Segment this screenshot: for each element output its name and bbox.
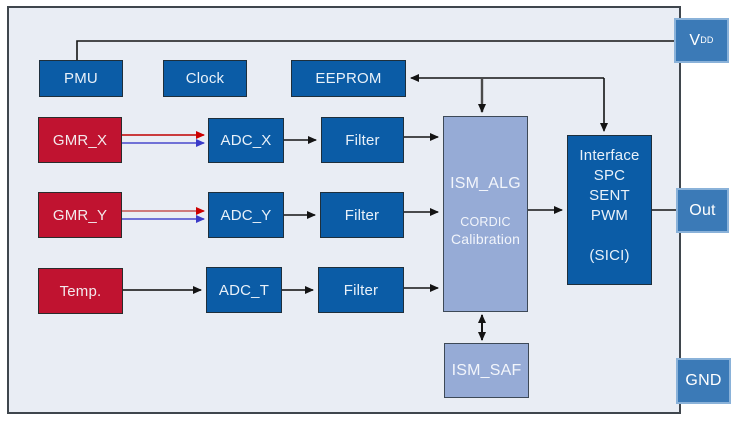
ism-alg-calibration-label: Calibration: [450, 231, 521, 247]
block-adc-x: ADC_X: [208, 118, 284, 163]
pin-gnd: GND: [676, 358, 731, 404]
interface-line-1: Interface: [579, 147, 640, 164]
interface-line-4: PWM: [590, 207, 629, 224]
block-gmr-y: GMR_Y: [38, 192, 122, 238]
block-ism-alg: ISM_ALG CORDIC Calibration: [443, 116, 528, 312]
vdd-subscript: DD: [700, 35, 714, 45]
block-ism-saf: ISM_SAF: [444, 343, 529, 398]
block-filter-y: Filter: [320, 192, 404, 238]
block-filter-x: Filter: [321, 117, 404, 163]
vdd-label: V: [689, 31, 701, 49]
block-adc-t: ADC_T: [206, 267, 282, 313]
block-interface: Interface SPC SENT PWM (SICI): [567, 135, 652, 285]
ism-alg-cordic-label: CORDIC: [460, 215, 511, 229]
block-filter-t: Filter: [318, 267, 404, 313]
pin-out: Out: [676, 188, 729, 233]
interface-line-2: SPC: [593, 167, 626, 184]
block-temp: Temp.: [38, 268, 123, 314]
block-gmr-x: GMR_X: [38, 117, 122, 163]
block-adc-y: ADC_Y: [208, 192, 284, 238]
interface-sici-label: (SICI): [589, 247, 630, 264]
ism-alg-title: ISM_ALG: [450, 175, 521, 192]
block-eeprom: EEPROM: [291, 60, 406, 97]
block-clock: Clock: [163, 60, 247, 97]
block-pmu: PMU: [39, 60, 123, 97]
interface-line-3: SENT: [589, 187, 630, 204]
